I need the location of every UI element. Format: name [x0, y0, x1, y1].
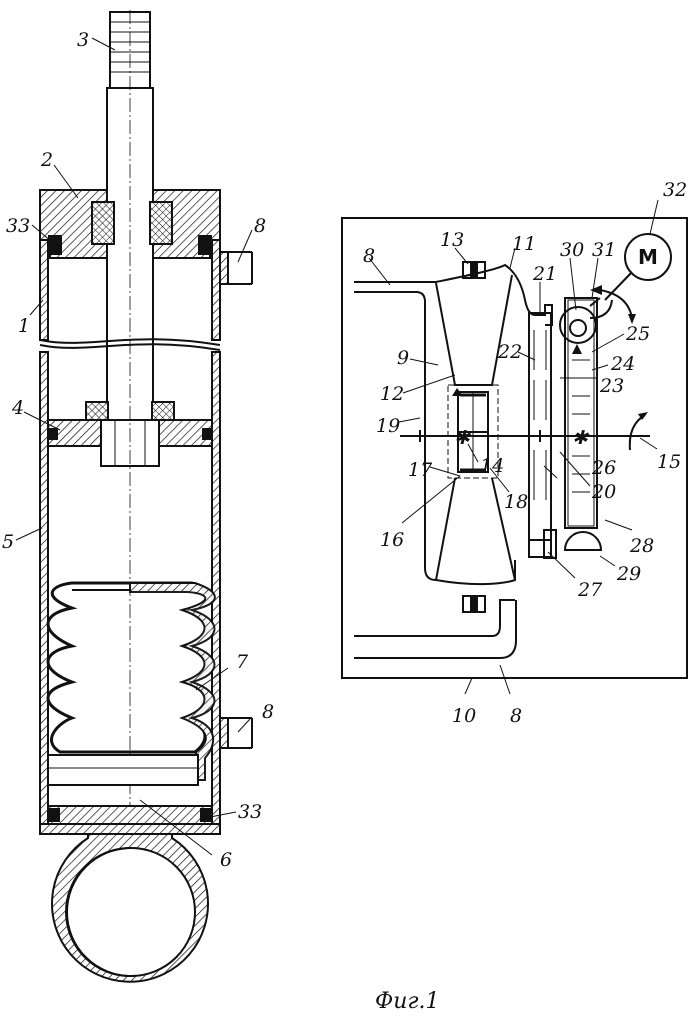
motor-symbol: M: [638, 245, 658, 269]
label-4: 4: [11, 397, 24, 419]
rotation-arrow-shaft: [630, 415, 645, 450]
shock-absorber: [40, 10, 252, 982]
label-30: 30: [560, 239, 584, 261]
label-6: 6: [220, 849, 232, 871]
label-21: 21: [532, 263, 557, 285]
label-5: 5: [2, 531, 14, 553]
label-19: 19: [376, 415, 400, 437]
label-11: 11: [512, 233, 536, 255]
label-1: 1: [18, 315, 30, 337]
eccentric-inner: [570, 320, 586, 336]
label-8-scheme-top: 8: [363, 245, 375, 267]
label-14: 14: [480, 455, 504, 477]
label-13: 13: [440, 229, 464, 251]
label-15: 15: [657, 451, 681, 473]
label-20: 20: [591, 481, 616, 503]
label-8-upper-left: 8: [254, 215, 266, 237]
label-9: 9: [397, 347, 409, 369]
gland-seal-right: [150, 202, 172, 244]
label-3: 3: [77, 29, 89, 51]
label-23: 23: [599, 375, 624, 397]
label-32: 32: [663, 179, 687, 201]
label-27: 27: [577, 579, 603, 601]
bellows-base: [48, 755, 198, 785]
label-28: 28: [629, 535, 654, 557]
housing-frame: [342, 218, 687, 678]
label-10: 10: [452, 705, 476, 727]
label-18: 18: [504, 491, 528, 513]
label-26: 26: [591, 457, 616, 479]
gland-seal-left: [92, 202, 114, 244]
label-33-upper: 33: [6, 215, 30, 237]
label-33-lower: 33: [238, 801, 262, 823]
bottom-plate: [48, 806, 212, 824]
seal-ring: [48, 235, 62, 255]
label-25: 25: [625, 323, 650, 345]
label-22: 22: [497, 341, 522, 363]
figure-caption: Фиг.1: [375, 989, 440, 1014]
label-12: 12: [380, 383, 404, 405]
svg-text:✱: ✱: [572, 427, 589, 449]
label-17: 17: [408, 459, 433, 481]
label-8-scheme-bottom: 8: [510, 705, 522, 727]
venturi-upper: [436, 275, 512, 385]
control-scheme: ✱ ✱ M: [342, 218, 687, 678]
label-29: 29: [616, 563, 641, 585]
label-16: 16: [380, 529, 404, 551]
label-8-lower-left: 8: [262, 701, 274, 723]
cam: [565, 532, 601, 550]
label-31: 31: [592, 239, 616, 261]
label-24: 24: [610, 353, 635, 375]
label-7: 7: [236, 651, 249, 673]
label-2: 2: [40, 149, 53, 171]
